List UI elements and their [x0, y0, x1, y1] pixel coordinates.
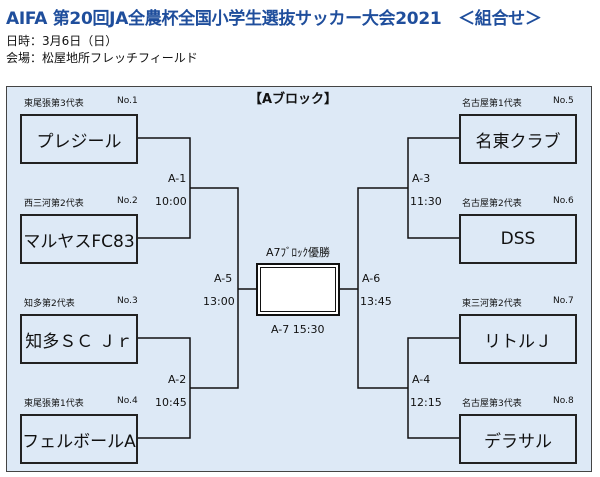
team-box-2: マルヤスFC83: [20, 214, 138, 264]
champion-box: [256, 263, 340, 316]
team-number-5: No.5: [553, 96, 574, 106]
bracket-line-a5: [190, 187, 239, 389]
seed-label-6: 名古屋第2代表: [462, 199, 522, 209]
seed-label-2: 西三河第2代表: [24, 199, 84, 209]
block-title: 【Aブロック】: [248, 92, 338, 107]
team-number-6: No.6: [553, 196, 574, 206]
team-number-3: No.3: [117, 296, 138, 306]
match-time-a6: 13:45: [360, 295, 392, 308]
bracket-line-a2: [138, 337, 191, 439]
match-id-a6: A-6: [362, 272, 381, 285]
match-time-a5: 13:00: [203, 295, 235, 308]
champion-label: A7ﾌﾞﾛｯｸ優勝: [266, 246, 331, 259]
team-box-7: リトルＪ: [459, 314, 577, 364]
match-time-a3: 11:30: [410, 195, 442, 208]
match-time-a2: 10:45: [155, 396, 187, 409]
team-box-1: プレジール: [20, 114, 138, 164]
date-line: 日時：3月6日（日）: [6, 34, 118, 48]
team-number-4: No.4: [117, 396, 138, 406]
team-box-4: フェルボールA: [20, 414, 138, 464]
team-number-8: No.8: [553, 396, 574, 406]
page-title: AIFA 第20回JA全農杯全国小学生選抜サッカー大会2021 ＜組合せ＞: [6, 9, 542, 29]
bracket-line-a4: [407, 337, 459, 439]
match-id-a5: A-5: [214, 272, 233, 285]
match-time-a4: 12:15: [410, 396, 442, 409]
seed-label-4: 東尾張第1代表: [24, 399, 84, 409]
match-id-a4: A-4: [412, 373, 431, 386]
seed-label-5: 名古屋第1代表: [462, 99, 522, 109]
seed-label-7: 東三河第2代表: [462, 299, 522, 309]
team-box-6: DSS: [459, 214, 577, 264]
seed-label-3: 知多第2代表: [24, 299, 75, 309]
team-box-3: 知多ＳＣ Ｊｒ: [20, 314, 138, 364]
match-id-a1: A-1: [168, 172, 187, 185]
team-number-2: No.2: [117, 196, 138, 206]
match-id-a3: A-3: [412, 172, 431, 185]
bracket-line-a1: [138, 137, 191, 239]
bracket-line-a3: [407, 137, 459, 239]
champion-box-inner: [260, 267, 336, 312]
team-number-1: No.1: [117, 96, 138, 106]
team-box-5: 名東クラブ: [459, 114, 577, 164]
match-time-a1: 10:00: [155, 195, 187, 208]
venue-line: 会場：松屋地所フレッチフィールド: [6, 51, 198, 65]
seed-label-8: 名古屋第3代表: [462, 399, 522, 409]
team-number-7: No.7: [553, 296, 574, 306]
final-match-label: A-7 15:30: [271, 323, 325, 336]
team-box-8: デラサル: [459, 414, 577, 464]
bracket-line-a6: [357, 187, 408, 389]
match-id-a2: A-2: [168, 373, 187, 386]
seed-label-1: 東尾張第3代表: [24, 99, 84, 109]
